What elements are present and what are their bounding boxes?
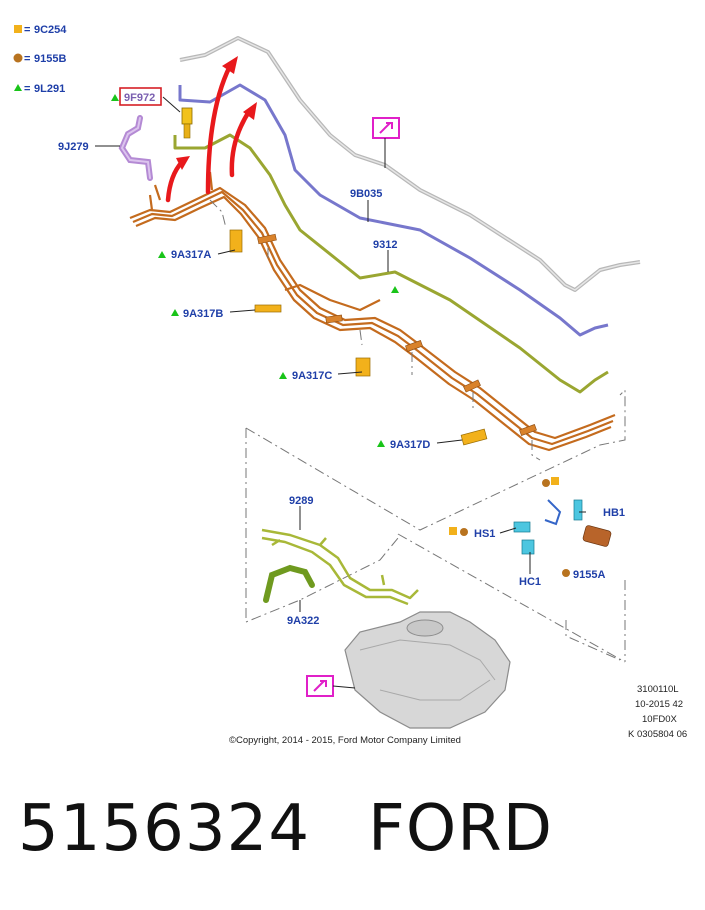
legend-circle-icon	[13, 53, 23, 63]
blue-line-9B035	[178, 83, 609, 337]
copyright-notice: ©Copyright, 2014 - 2015, Ford Motor Comp…	[229, 735, 461, 746]
legend-label-9C254: 9C254	[34, 24, 67, 36]
part-label-9A317C: 9A317C	[292, 370, 332, 382]
legend-equals-sign: =	[24, 24, 30, 36]
part-label-HB1: HB1	[603, 507, 625, 519]
sensor-9F972	[181, 107, 193, 139]
part-label-9B035: 9B035	[350, 188, 382, 200]
legend-square-icon	[14, 25, 22, 33]
part-label-9155A: 9155A	[573, 569, 605, 581]
dashed-boundaries	[209, 199, 626, 663]
legend: 9C254 9155B 9L291	[13, 24, 67, 95]
highlight-box-9F972	[119, 87, 162, 106]
part-label-9312: 9312	[373, 239, 397, 251]
legend-label-9L291: 9L291	[34, 83, 65, 95]
part-label-HC1: HC1	[519, 576, 541, 588]
info-block: 3100110L 10-2015 42 10FD0X K 0305804 06	[628, 684, 687, 740]
part-number: 5156324	[18, 792, 311, 866]
part-footer: 5156324 FORD	[18, 792, 698, 882]
part-label-9A317B: 9A317B	[183, 308, 223, 320]
grey-vent-line	[179, 36, 641, 292]
leader-lines	[95, 96, 586, 689]
info-line-4: K 0305804 06	[628, 729, 687, 740]
clips-9A317	[229, 229, 488, 446]
harness-9289	[261, 528, 419, 606]
fuel-tank	[344, 611, 511, 729]
part-label-9A322: 9A322	[287, 615, 319, 627]
olive-line-9312	[173, 133, 609, 394]
red-arrowheads	[176, 56, 257, 170]
legend-equals-sign: =	[24, 83, 30, 95]
bundle-clips	[257, 233, 537, 436]
info-line-3: 10FD0X	[642, 714, 678, 725]
brand-name: FORD	[368, 792, 553, 866]
hose-9A322	[263, 564, 315, 603]
part-label-9A317D: 9A317D	[390, 439, 430, 451]
hardware-group	[449, 477, 612, 577]
vent-hose-9J279	[118, 115, 153, 181]
callout-icons	[306, 117, 400, 697]
part-label-9F972: 9F972	[124, 92, 155, 104]
part-label-9A317A: 9A317A	[171, 249, 211, 261]
legend-triangle-icon	[14, 84, 22, 91]
part-label-9289: 9289	[289, 495, 313, 507]
part-label-9J279: 9J279	[58, 141, 89, 153]
part-label-HS1: HS1	[474, 528, 495, 540]
info-line-2: 10-2015 42	[635, 699, 683, 710]
green-triangle-markers	[111, 94, 399, 447]
info-line-1: 3100110L	[637, 684, 679, 695]
legend-label-9155B: 9155B	[34, 53, 66, 65]
fuel-system-diagram: 9C254 9155B 9L291	[13, 24, 687, 746]
legend-equals-sign: =	[24, 53, 30, 65]
